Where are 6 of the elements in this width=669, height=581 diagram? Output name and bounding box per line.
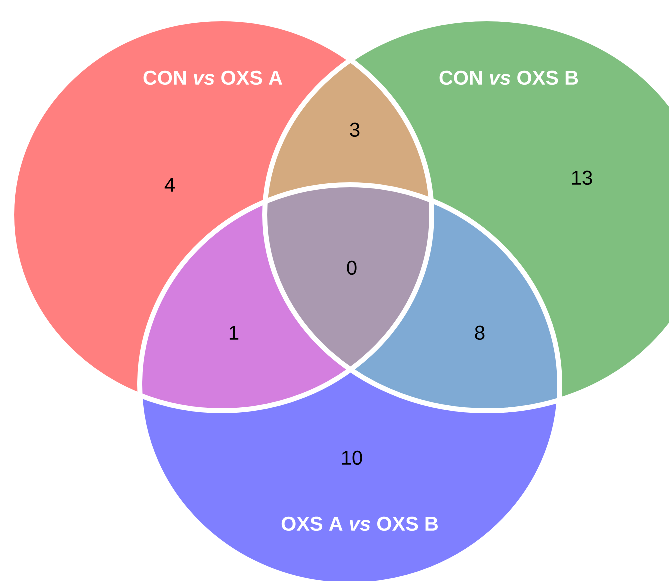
region-count: 10: [342, 450, 362, 466]
region-count: 13: [572, 170, 592, 186]
region-count: 0: [347, 260, 357, 276]
region-count: 8: [475, 326, 485, 340]
region-count: 1: [230, 326, 239, 340]
region-count: 3: [350, 122, 360, 138]
